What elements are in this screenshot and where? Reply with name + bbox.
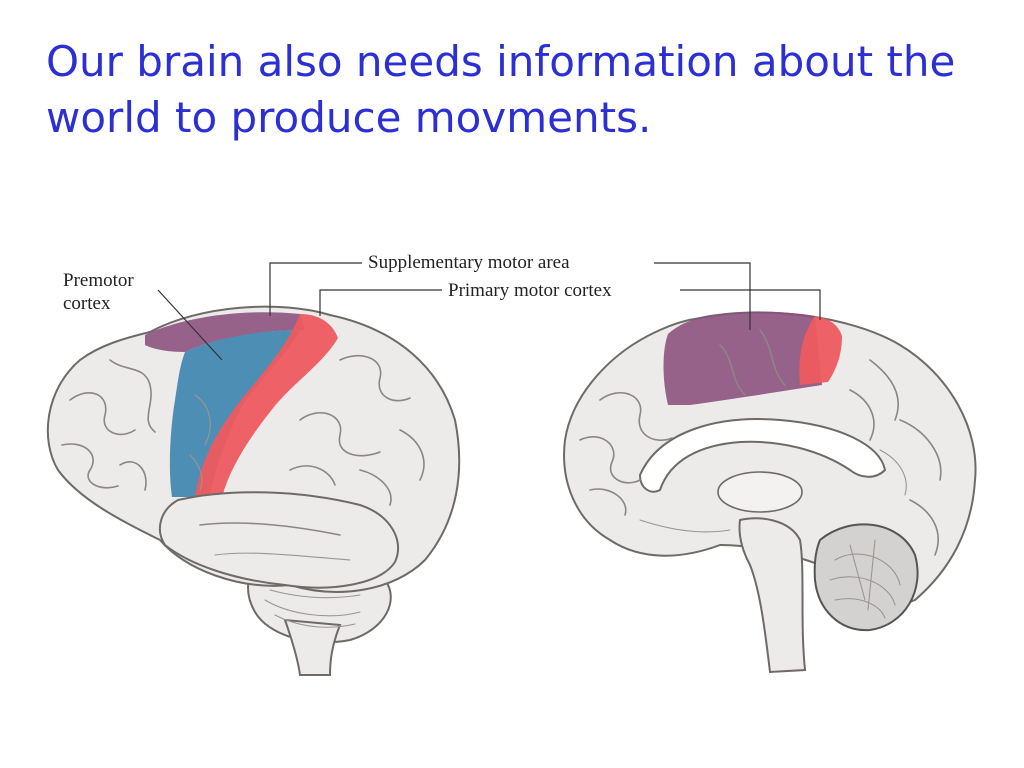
medial-primary-motor-cortex (799, 316, 842, 385)
label-premotor-line2: cortex (63, 293, 111, 314)
leader-supplementary-left (269, 262, 362, 316)
lateral-temporal-lobe (158, 491, 400, 589)
medial-brainstem (738, 517, 807, 674)
medial-brain-view (563, 311, 977, 674)
lateral-brainstem (283, 618, 342, 676)
label-primary-motor-cortex: Primary motor cortex (448, 280, 612, 301)
leader-premotor (157, 289, 223, 361)
lateral-primary-motor-cortex (195, 314, 338, 497)
label-premotor-line1: Premotor (63, 270, 134, 291)
medial-corpus-callosum (638, 418, 887, 493)
label-supplementary-motor-area: Supplementary motor area (368, 252, 570, 273)
slide-title: Our brain also needs information about t… (46, 37, 956, 142)
medial-cerebellum (813, 523, 919, 632)
lateral-supplementary-motor-area (145, 312, 305, 352)
leader-supplementary-right (654, 262, 751, 330)
leader-primary-right (680, 289, 821, 320)
brain-motor-areas-diagram: Premotor cortex Supplementary motor area… (46, 252, 977, 676)
medial-thalamus (717, 471, 803, 513)
diagram-labels: Premotor cortex Supplementary motor area… (63, 252, 821, 361)
leader-primary-left (319, 289, 442, 316)
lateral-brain-view (46, 305, 461, 676)
